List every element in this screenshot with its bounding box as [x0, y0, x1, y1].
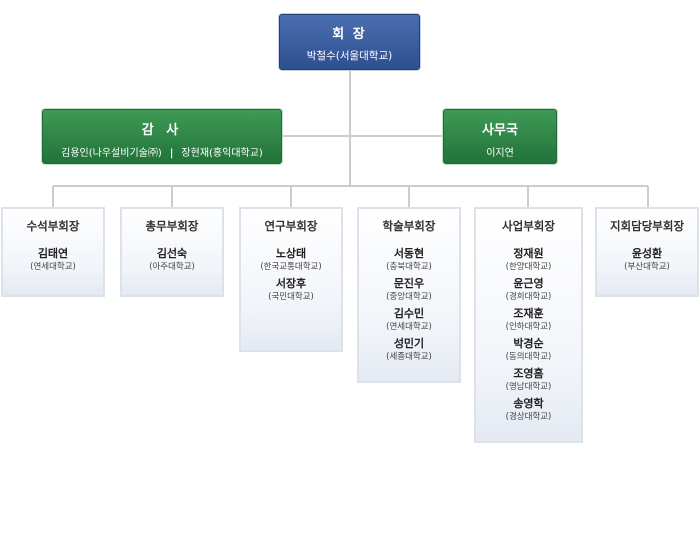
member-name: 윤성환 — [631, 247, 663, 260]
secretariat-box: 사무국 이지연 — [443, 109, 557, 164]
auditor-members: 김용인(나우설비기술㈜) | 장현재(홍익대학교) — [43, 144, 281, 159]
president-title: 회 장 — [332, 27, 367, 42]
auditor-box: 감 사 김용인(나우설비기술㈜) | 장현재(홍익대학교) — [42, 109, 282, 164]
secretariat-name: 이지연 — [486, 148, 514, 159]
president-name: 박철수(서울대학교) — [306, 50, 393, 62]
member-school: (부산대학교) — [624, 262, 670, 272]
member-name: 송영학 — [513, 397, 544, 410]
member-school: (영남대학교) — [505, 382, 552, 392]
column-title: 학술부회장 — [382, 219, 436, 233]
president-box: 회 장 박철수(서울대학교) — [279, 14, 420, 70]
member-name: 박경순 — [513, 337, 544, 350]
member-school: (아주대학교) — [149, 262, 195, 272]
member-name: 조재훈 — [513, 307, 544, 320]
column-title: 사업부회장 — [502, 219, 555, 233]
member-school: (인하대학교) — [505, 322, 552, 332]
vp-column-senior: 수석부회장 김태연 (연세대학교) — [1, 207, 105, 297]
member-name: 문진우 — [393, 277, 425, 290]
member-name: 김태연 — [37, 247, 69, 260]
member-school: (중앙대학교) — [386, 292, 432, 302]
vp-column-general-affairs: 총무부회장 김선숙 (아주대학교) — [120, 207, 224, 297]
column-title: 수석부회장 — [26, 219, 80, 233]
secretariat-title: 사무국 — [482, 123, 518, 138]
member-name: 김선숙 — [156, 247, 188, 260]
vp-column-academic: 학술부회장 서동현 (충북대학교) 문진우 (중앙대학교) 김수민 (연세대학교… — [357, 207, 461, 383]
member-school: (경희대학교) — [505, 292, 552, 302]
vp-column-branch: 지회담당부회장 윤성환 (부산대학교) — [595, 207, 699, 297]
member-school: (연세대학교) — [30, 262, 76, 272]
member-school: (충북대학교) — [386, 262, 432, 272]
member-school: (한양대학교) — [505, 262, 552, 272]
member-name: 서장후 — [275, 277, 307, 290]
member-name: 성민기 — [393, 337, 425, 350]
vp-column-business: 사업부회장 정재원 (한양대학교) 윤근영 (경희대학교) 조재훈 (인하대학교… — [474, 207, 583, 443]
member-school: (한국교통대학교) — [260, 262, 322, 272]
vp-column-research: 연구부회장 노상태 (한국교통대학교) 서장후 (국민대학교) — [239, 207, 343, 352]
member-school: (동의대학교) — [505, 352, 552, 362]
member-name: 서동현 — [393, 247, 425, 260]
member-school: (세종대학교) — [386, 352, 432, 362]
member-name: 조영흠 — [513, 367, 544, 380]
member-school: (경상대학교) — [505, 412, 552, 422]
column-title: 총무부회장 — [145, 219, 199, 233]
member-name: 노상태 — [275, 247, 307, 260]
auditor-title: 감 사 — [141, 123, 183, 138]
auditor-separator: | — [169, 148, 174, 159]
member-school: (연세대학교) — [386, 322, 432, 332]
auditor-member-2: 장현재(홍익대학교) — [181, 148, 263, 159]
member-name: 윤근영 — [513, 277, 544, 290]
column-title: 연구부회장 — [264, 219, 318, 233]
member-school: (국민대학교) — [268, 292, 314, 302]
column-title: 지회담당부회장 — [609, 219, 685, 233]
member-name: 김수민 — [393, 307, 425, 320]
member-name: 정재원 — [513, 247, 544, 260]
auditor-member-1: 김용인(나우설비기술㈜) — [61, 148, 162, 159]
